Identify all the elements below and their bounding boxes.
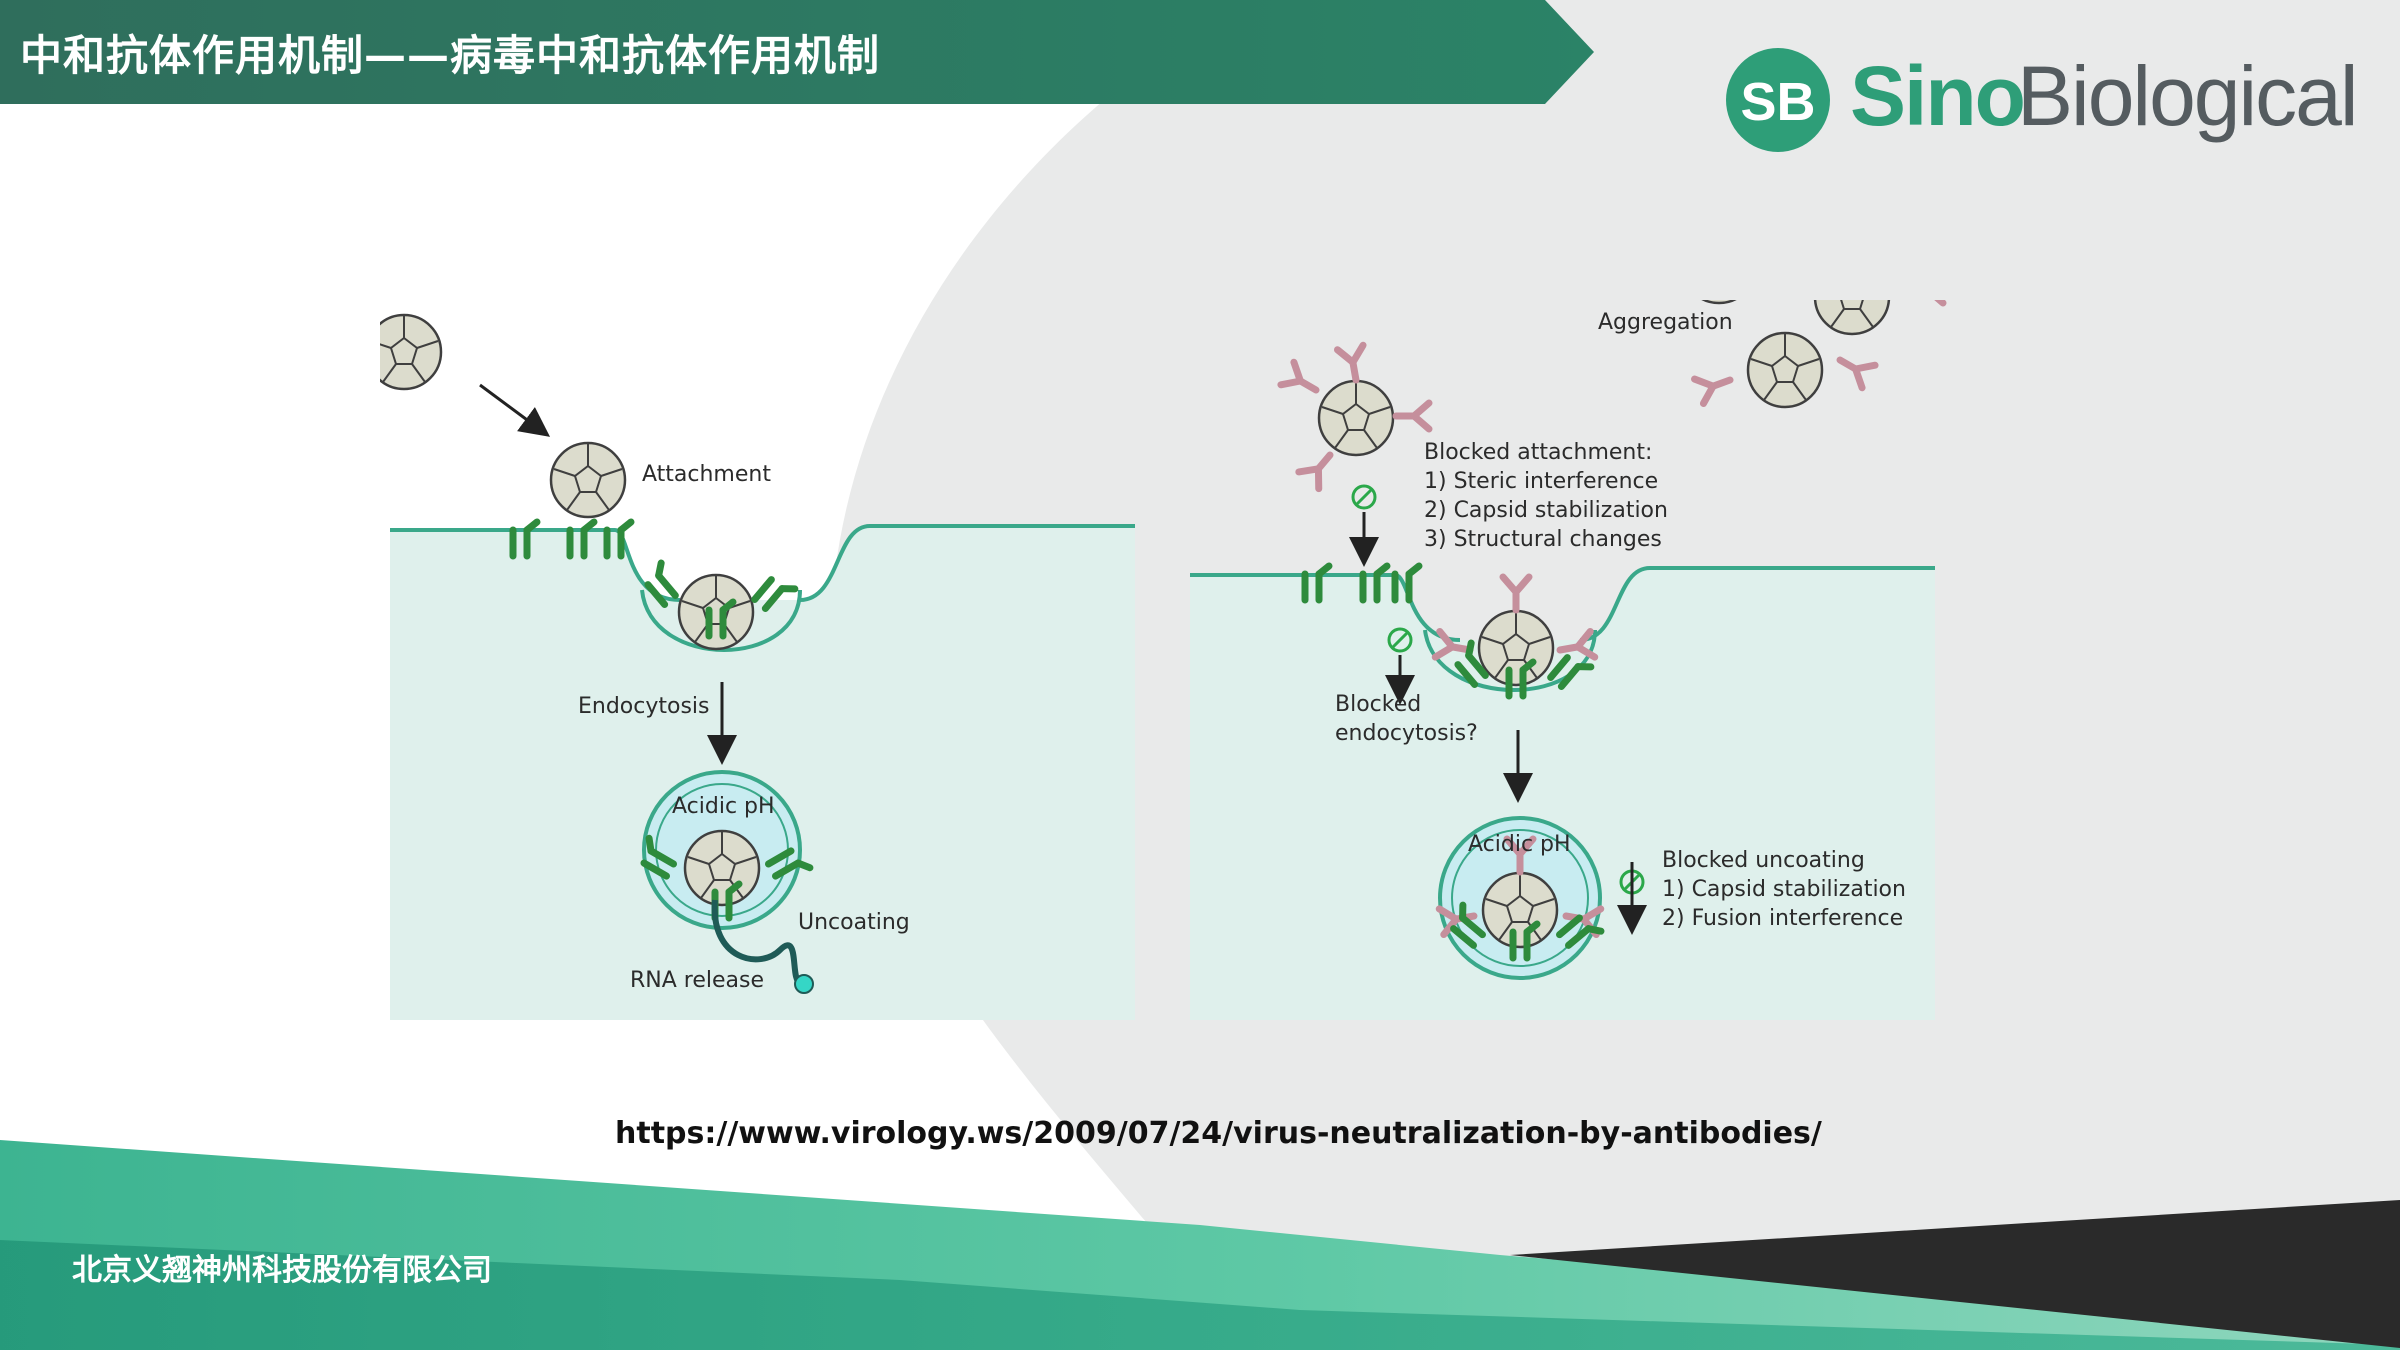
label-steric-interference: 1) Steric interference	[1424, 469, 1659, 494]
left-panel	[365, 313, 1135, 1020]
sino-biological-logo: SB Sino Biological	[1722, 42, 2359, 162]
footer-band	[0, 1140, 2400, 1350]
sb-badge-icon: SB	[1726, 48, 1830, 152]
right-panel	[1190, 345, 1935, 1020]
label-blocked-attachment: Blocked attachment:	[1424, 440, 1653, 465]
neutralization-diagram: Attachment Endocytosis Acidic pH Uncoati…	[365, 300, 1950, 1020]
logo-badge-text: SB	[1740, 72, 1815, 132]
logo-name-sino: Sino	[1850, 49, 2026, 143]
label-attachment: Attachment	[642, 462, 771, 487]
label-rna-release: RNA release	[630, 968, 765, 993]
title-bar	[0, 0, 1594, 104]
label-uncoating: Uncoating	[798, 910, 910, 935]
company-name: 北京义翘神州科技股份有限公司	[72, 1253, 492, 1288]
label-fusion-interference: 2) Fusion interference	[1662, 906, 1904, 931]
page-title: 中和抗体作用机制——病毒中和抗体作用机制	[20, 31, 881, 80]
label-aggregation: Aggregation	[1598, 310, 1733, 335]
label-acidic-ph-left: Acidic pH	[672, 794, 775, 819]
diagram-graphics	[365, 300, 1950, 1020]
source-url[interactable]: https://www.virology.ws/2009/07/24/virus…	[615, 1116, 1822, 1151]
logo-name-biological: Biological	[2017, 49, 2359, 143]
label-blocked-endocytosis-line2: endocytosis?	[1335, 721, 1478, 746]
label-acidic-ph-right: Acidic pH	[1468, 832, 1571, 857]
label-endocytosis: Endocytosis	[578, 694, 710, 719]
label-blocked-uncoating: Blocked uncoating	[1662, 848, 1865, 873]
label-structural-changes: 3) Structural changes	[1424, 527, 1662, 552]
label-capsid-stabilization-2: 1) Capsid stabilization	[1662, 877, 1906, 902]
label-capsid-stabilization-1: 2) Capsid stabilization	[1424, 498, 1668, 523]
label-blocked-endocytosis-line1: Blocked	[1335, 692, 1422, 717]
